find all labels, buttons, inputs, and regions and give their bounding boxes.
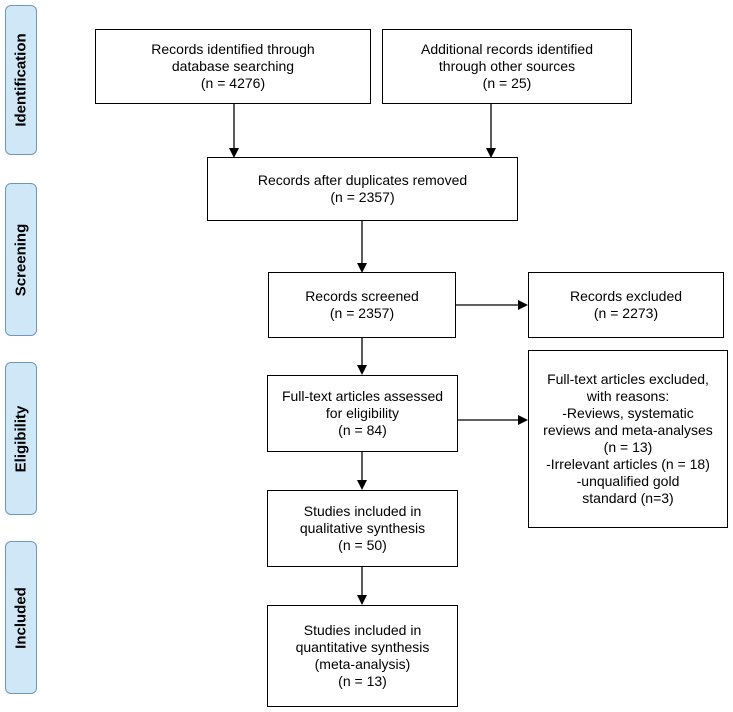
phase-screening: Screening: [5, 183, 37, 336]
box-qualitative-synthesis: Studies included in qualitative synthesi…: [267, 490, 458, 567]
phase-eligibility: Eligibility: [5, 362, 37, 515]
box-additional-records: Additional records identified through ot…: [382, 29, 632, 104]
box-quantitative-synthesis: Studies included in quantitative synthes…: [267, 605, 458, 707]
phase-included: Included: [5, 541, 37, 694]
box-database-records: Records identified through database sear…: [95, 29, 371, 104]
box-after-duplicates: Records after duplicates removed (n = 23…: [207, 157, 518, 221]
box-fulltext-excluded: Full-text articles excluded, with reason…: [528, 350, 728, 528]
box-excluded: Records excluded (n = 2273): [528, 272, 724, 338]
box-screened: Records screened (n = 2357): [268, 272, 456, 338]
phase-identification: Identification: [5, 5, 37, 155]
box-fulltext-assessed: Full-text articles assessed for eligibil…: [267, 375, 458, 452]
